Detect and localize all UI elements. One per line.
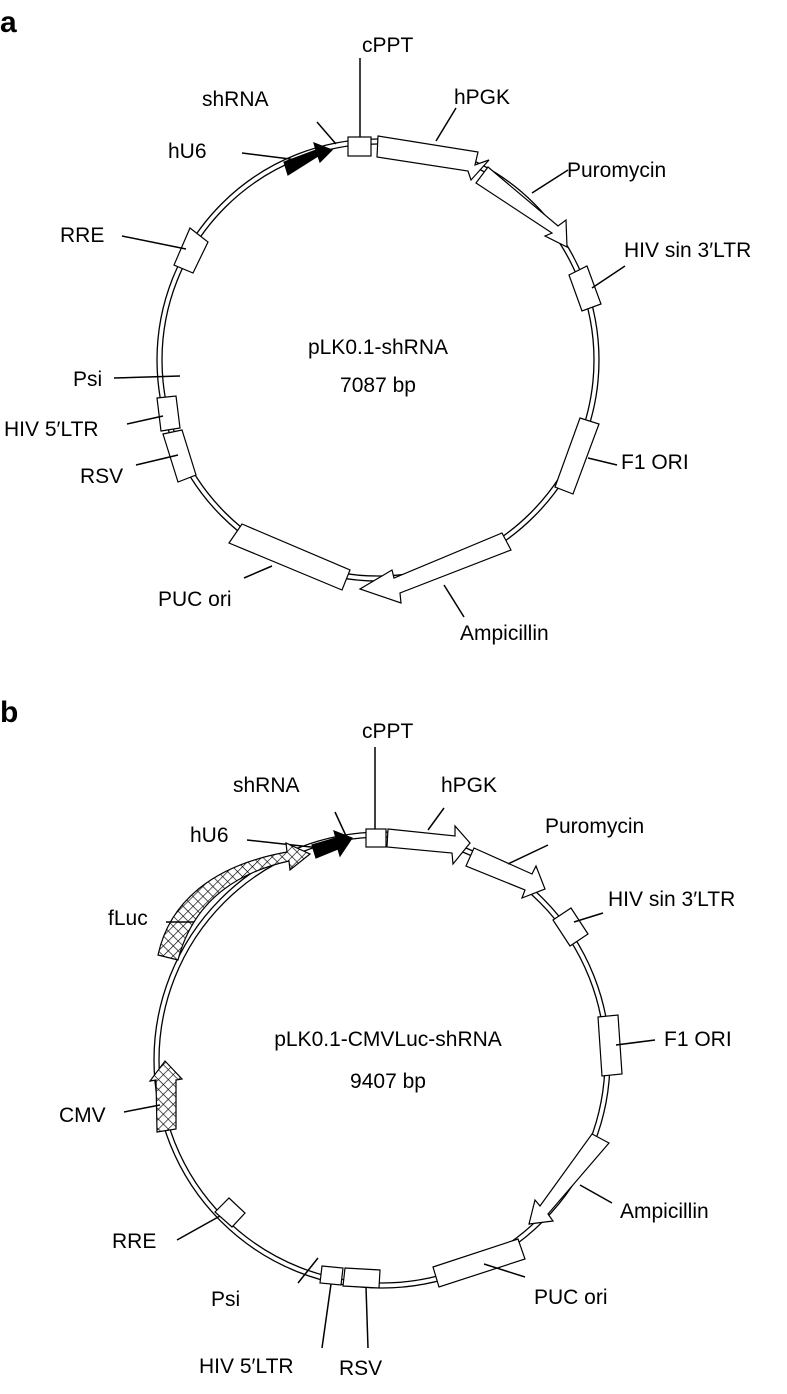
label-psi: Psi [73, 368, 102, 391]
feature-rsv: RSV [80, 429, 197, 488]
label-b-psi: Psi [211, 1288, 240, 1311]
panel-b: b pLK0.1-CMVLuc-shRNA 9407 bp cPPT shRNA… [0, 696, 735, 1380]
label-b-puc-ori: PUC ori [534, 1286, 608, 1309]
label-hiv-5ltr: HIV 5′LTR [4, 418, 99, 441]
label-rsv: RSV [80, 465, 123, 488]
feature-hpgk: hPGK [376, 86, 510, 182]
plasmid-a-size: 7087 bp [340, 374, 416, 397]
label-b-shrna: shRNA [233, 774, 300, 797]
feature-hiv-sin-3ltr: HIV sin 3′LTR [568, 239, 751, 312]
feature-b-hiv-sin-3ltr: HIV sin 3′LTR [552, 888, 735, 947]
panel-a: a pLK0.1-shRNA 7087 bp cPPT shRNA hU6 [0, 6, 751, 645]
feature-b-ampicillin: Ampicillin [528, 1133, 709, 1225]
panel-b-letter: b [0, 696, 18, 729]
feature-b-puromycin: Puromycin [465, 815, 644, 900]
feature-b-cppt: cPPT [362, 720, 414, 848]
feature-b-fluc: fLuc [108, 842, 312, 961]
feature-b-hiv-5ltr: HIV 5′LTR [199, 1265, 344, 1378]
label-f1-ori: F1 ORI [621, 451, 689, 474]
label-b-cppt: cPPT [362, 720, 414, 743]
label-puc-ori: PUC ori [158, 588, 232, 611]
feature-hu6: hU6 [168, 140, 334, 176]
feature-b-puc-ori: PUC ori [432, 1238, 608, 1309]
label-b-fluc: fLuc [108, 907, 148, 930]
label-shrna: shRNA [202, 88, 269, 111]
panel-a-letter: a [0, 6, 17, 39]
plasmid-a-name: pLK0.1-shRNA [308, 336, 448, 359]
label-b-f1-ori: F1 ORI [664, 1028, 732, 1051]
feature-b-hpgk: hPGK [386, 774, 497, 866]
label-hu6: hU6 [168, 140, 207, 163]
feature-ampicillin: Ampicillin [358, 532, 549, 645]
label-b-hu6: hU6 [190, 824, 229, 847]
feature-b-f1-ori: F1 ORI [597, 1014, 732, 1077]
label-b-cmv: CMV [59, 1104, 106, 1127]
feature-f1-ori: F1 ORI [554, 417, 689, 495]
label-hpgk: hPGK [454, 86, 510, 109]
feature-puc-ori: PUC ori [158, 523, 351, 611]
feature-puromycin: Puromycin [475, 159, 666, 248]
label-b-rre: RRE [112, 1230, 156, 1253]
feature-b-rsv: RSV [339, 1267, 382, 1380]
label-ampicillin: Ampicillin [460, 622, 549, 645]
feature-b-psi: Psi [211, 1257, 319, 1311]
feature-b-shrna: shRNA [233, 774, 348, 839]
feature-b-cmv: CMV [59, 1060, 184, 1133]
label-b-puromycin: Puromycin [545, 815, 644, 838]
feature-hiv-5ltr: HIV 5′LTR [4, 395, 181, 441]
label-b-hiv-sin-3ltr: HIV sin 3′LTR [608, 888, 735, 911]
feature-cppt: cPPT [347, 34, 414, 157]
label-b-rsv: RSV [339, 1357, 382, 1380]
label-rre: RRE [60, 224, 104, 247]
label-b-hpgk: hPGK [441, 774, 497, 797]
feature-psi: Psi [73, 368, 181, 391]
label-puromycin: Puromycin [567, 159, 666, 182]
plasmid-b-size: 9407 bp [350, 1070, 426, 1093]
label-b-hiv-5ltr: HIV 5′LTR [199, 1355, 294, 1378]
feature-b-rre: RRE [112, 1197, 246, 1253]
feature-rre: RRE [60, 224, 209, 274]
plasmid-b-name: pLK0.1-CMVLuc-shRNA [274, 1028, 502, 1051]
label-hiv-sin-3ltr: HIV sin 3′LTR [624, 239, 751, 262]
label-cppt: cPPT [362, 34, 414, 57]
feature-shrna: shRNA [202, 88, 337, 145]
feature-b-hu6: hU6 [190, 824, 353, 859]
label-b-ampicillin: Ampicillin [620, 1200, 709, 1223]
